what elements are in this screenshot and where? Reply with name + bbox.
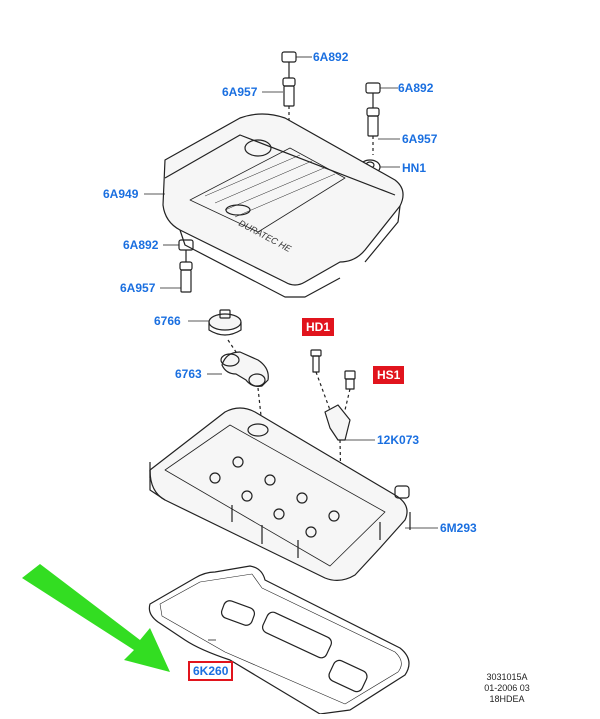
engine-cover bbox=[162, 113, 404, 298]
part-label-6a892-left: 6A892 bbox=[123, 238, 159, 252]
part-label-6766: 6766 bbox=[154, 314, 181, 328]
fastener-stack-top-center bbox=[281, 51, 297, 120]
bolt-hs1 bbox=[344, 370, 356, 411]
part-label-6a957-right: 6A957 bbox=[402, 132, 438, 146]
part-label-6763: 6763 bbox=[175, 367, 202, 381]
bolt-hd1 bbox=[310, 349, 331, 411]
part-label-6a892-top: 6A892 bbox=[313, 50, 349, 64]
part-label-6a957-left: 6A957 bbox=[120, 281, 156, 295]
part-label-6m293: 6M293 bbox=[440, 521, 477, 535]
valve-cover-gasket bbox=[148, 565, 410, 715]
part-label-hd1: HD1 bbox=[302, 318, 335, 336]
reference-line-2: 01-2006 03 bbox=[484, 683, 530, 693]
part-label-6a957-top: 6A957 bbox=[222, 85, 258, 99]
reference-line-1: 3031015A bbox=[486, 672, 528, 682]
oil-filler-cap bbox=[208, 309, 242, 356]
part-label-6a949: 6A949 bbox=[103, 187, 139, 201]
part-label-12k073: 12K073 bbox=[377, 433, 420, 447]
leader-lines bbox=[144, 56, 438, 641]
part-label-6a892-right: 6A892 bbox=[398, 81, 434, 95]
part-label-6k260: 6K260 bbox=[188, 661, 234, 681]
fastener-stack-top-right bbox=[365, 82, 381, 155]
reference-line-3: 18HDEA bbox=[489, 694, 525, 704]
green-pointer-arrow bbox=[22, 564, 170, 672]
valve-cover bbox=[149, 407, 411, 581]
reference-code-block: 3031015A 01-2006 03 18HDEA bbox=[462, 672, 552, 705]
part-label-hs1: HS1 bbox=[373, 366, 405, 384]
part-label-hn1: HN1 bbox=[402, 161, 427, 175]
